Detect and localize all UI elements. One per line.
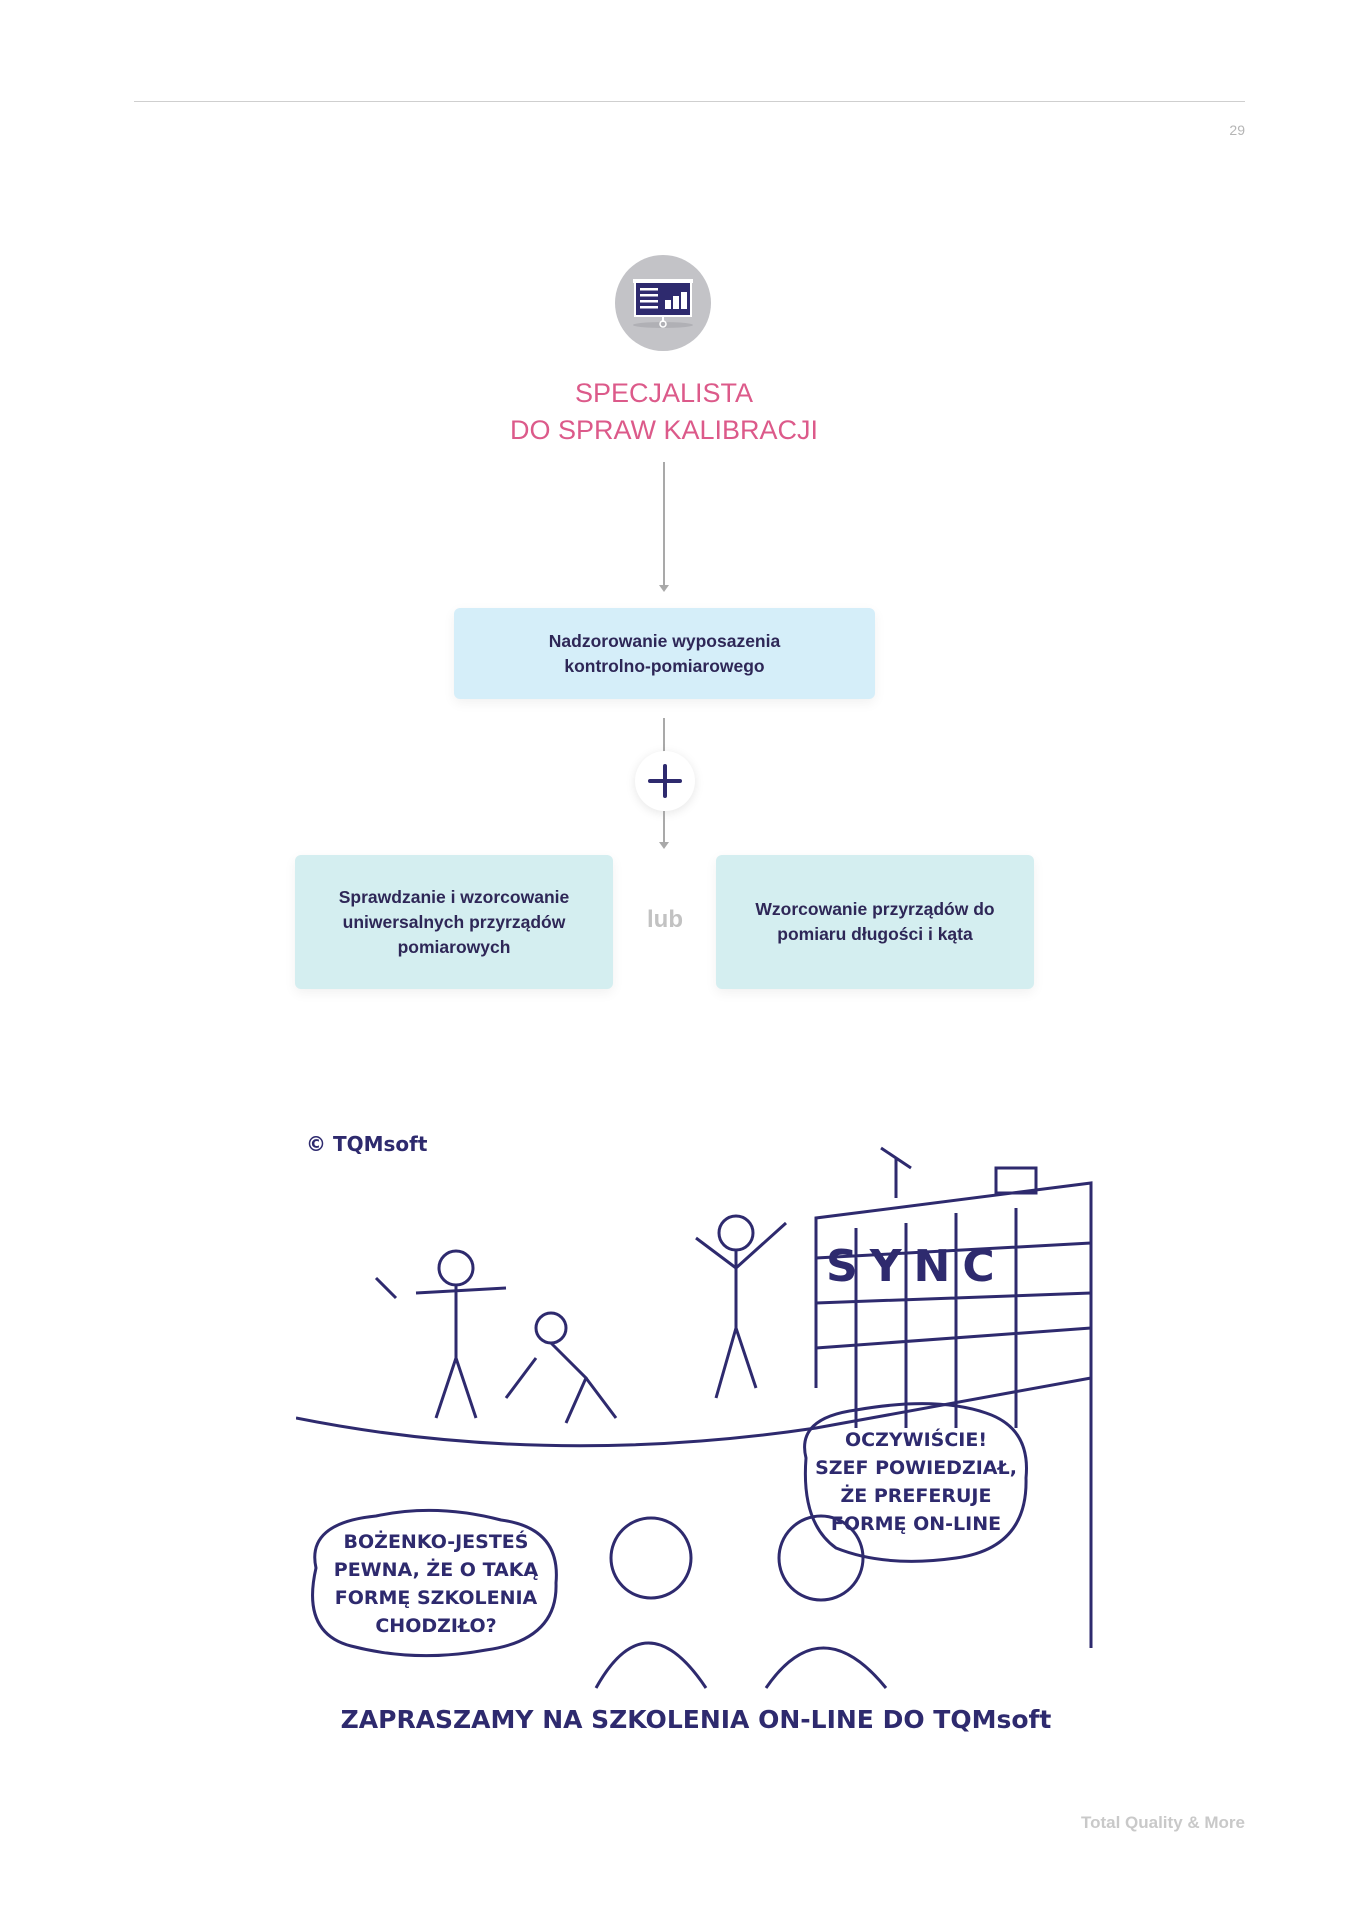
bubble-right-line1: OCZYWIŚCIE!	[845, 1427, 987, 1451]
role-title-line2: DO SPRAW KALIBRACJI	[509, 415, 819, 445]
cartoon-illustration: © TQMsoft SYNC OCZYWIŚCIE! SZEF POWIEDZI…	[295, 1128, 1097, 1740]
role-title: SPECJALISTA DO SPRAW KALIBRACJI	[384, 375, 944, 449]
connector-line	[663, 718, 665, 752]
header-rule	[134, 101, 1245, 102]
bubble-right-line4: FORMĘ ON-LINE	[831, 1513, 1001, 1535]
option-right-box: Wzorcowanie przyrządów do pomiaru długoś…	[716, 855, 1034, 989]
option-left-label: Sprawdzanie i wzorcowanie uniwersalnych …	[338, 886, 570, 957]
cartoon-caption: ZAPRASZAMY NA SZKOLENIA ON-LINE DO TQMso…	[341, 1705, 1052, 1734]
bubble-right-line2: SZEF POWIEDZIAŁ,	[815, 1457, 1017, 1479]
page-number: 29	[1229, 122, 1245, 138]
connector-line	[663, 462, 665, 586]
or-label: lub	[647, 906, 683, 933]
bubble-right-line3: ŻE PREFERUJE	[841, 1483, 992, 1507]
main-task-label: Nadzorowanie wyposazenia kontrolno-pomia…	[548, 630, 781, 676]
cartoon-copyright: © TQMsoft	[306, 1132, 428, 1156]
option-right-label: Wzorcowanie przyrządów do pomiaru długoś…	[755, 899, 995, 944]
role-title-line1: SPECJALISTA	[574, 378, 754, 408]
bubble-left-line1: BOŻENKO-JESTEŚ	[344, 1529, 529, 1553]
bubble-left-line4: CHODZIŁO?	[375, 1615, 496, 1637]
option-left-box: Sprawdzanie i wzorcowanie uniwersalnych …	[295, 855, 613, 989]
bubble-left-line3: FORMĘ SZKOLENIA	[335, 1587, 538, 1609]
connector-line	[663, 811, 665, 843]
bubble-left-line2: PEWNA, ŻE O TAKĄ	[334, 1557, 539, 1581]
footer-tagline: Total Quality & More	[1080, 1813, 1245, 1832]
plus-icon	[635, 751, 695, 811]
arrow-down-icon	[659, 842, 669, 849]
presentation-board-icon	[615, 255, 711, 351]
main-task-box: Nadzorowanie wyposazenia kontrolno-pomia…	[454, 608, 875, 699]
building-sign: SYNC	[826, 1241, 1007, 1292]
arrow-down-icon	[659, 585, 669, 592]
